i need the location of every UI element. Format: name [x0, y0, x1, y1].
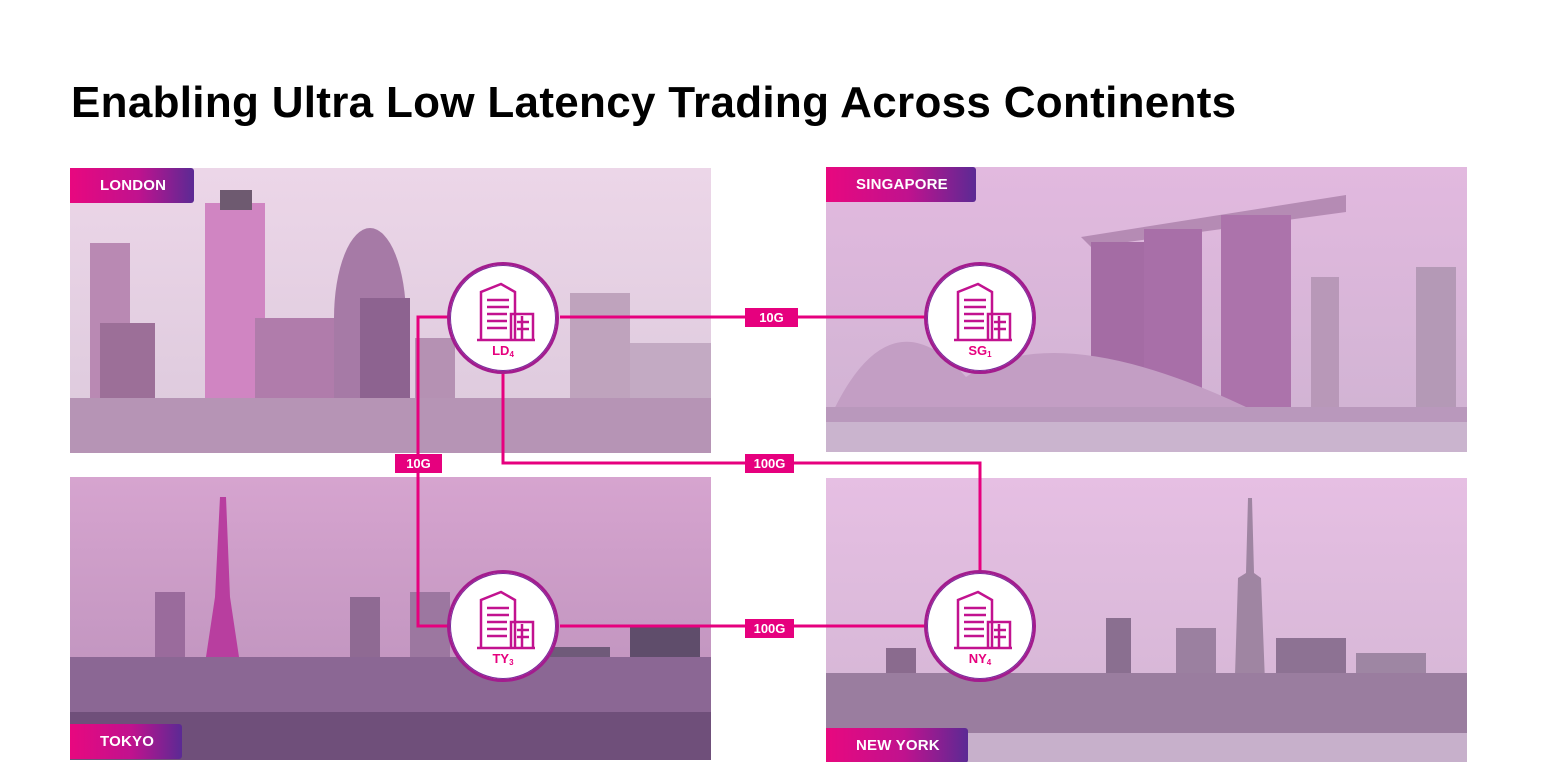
node-sg: SG1: [924, 262, 1036, 374]
london-skyline-image: [70, 168, 711, 453]
bandwidth-badge-ld-sg: 10G: [745, 308, 798, 327]
bandwidth-badge-ty-ny: 100G: [745, 619, 794, 638]
node-label-ny: NY4: [968, 651, 992, 667]
city-tag-london: LONDON: [70, 168, 195, 203]
node-ld: LD4: [447, 262, 559, 374]
new-york-panel: NEW YORK: [826, 478, 1467, 762]
node-label-sg: SG1: [968, 343, 992, 359]
tokyo-panel: TOKYO: [70, 477, 711, 760]
tokyo-skyline-image: [70, 477, 711, 760]
bandwidth-badge-ld-ty: 10G: [395, 454, 442, 473]
node-label-ld: LD4: [492, 343, 514, 359]
building-icon: [477, 590, 535, 650]
singapore-panel: SINGAPORE: [826, 167, 1467, 452]
node-label-ty: TY3: [492, 651, 514, 667]
new-york-skyline-image: [826, 478, 1467, 762]
london-panel: LONDON: [70, 168, 711, 453]
singapore-skyline-image: [826, 167, 1467, 452]
node-ty: TY3: [447, 570, 559, 682]
city-tag-new-york: NEW YORK: [826, 728, 968, 762]
city-tag-tokyo: TOKYO: [70, 724, 183, 759]
node-ny: NY4: [924, 570, 1036, 682]
building-icon: [954, 590, 1012, 650]
page-title: Enabling Ultra Low Latency Trading Acros…: [71, 78, 1237, 127]
bandwidth-badge-ld-ny: 100G: [745, 454, 794, 473]
building-icon: [477, 282, 535, 342]
city-tag-singapore: SINGAPORE: [826, 167, 976, 202]
building-icon: [954, 282, 1012, 342]
